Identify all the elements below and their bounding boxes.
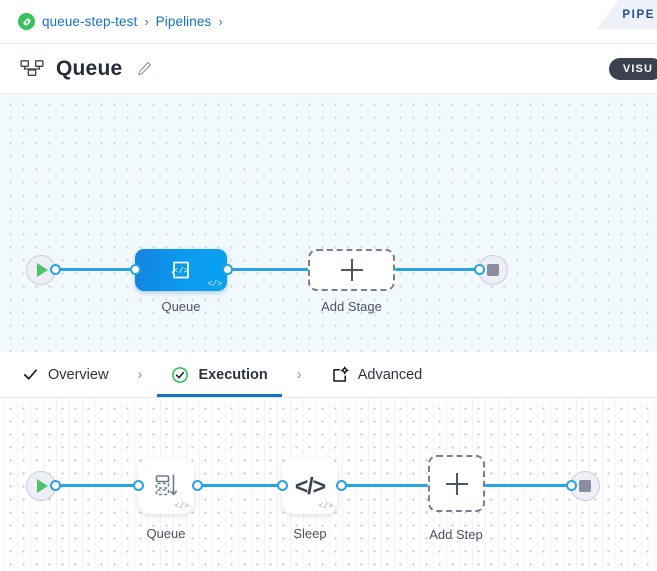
edge-queue-to-addstage [227,268,309,271]
tab-execution-label: Execution [198,366,268,383]
page-title: Queue [56,56,123,80]
tab-separator-1: › [137,366,143,383]
breadcrumb-separator-2: › [218,14,223,29]
pipeline-diagram-icon [20,59,44,79]
pipelines-tab[interactable]: PIPE [596,0,657,29]
plus-icon [340,259,363,281]
edge-sleep-to-addstep [340,484,428,487]
tab-separator-2: › [296,366,302,383]
port-queue-step-in[interactable] [133,480,144,491]
add-stage-button[interactable] [308,249,395,291]
queue-batch-icon [155,474,177,496]
code-brackets-icon: </> [294,472,326,499]
step-node-sleep[interactable]: </> </> [282,458,338,514]
step-node-sleep-code-badge: </> [318,502,333,511]
step-graph-canvas[interactable]: </> Queue </> </> Sleep Add Step [0,398,657,571]
stage-node-code-badge: </> [207,280,222,289]
edge-addstage-to-end [395,268,481,271]
check-icon [22,366,39,383]
script-code-icon: </> [171,261,189,279]
edge-start-to-queue-step [54,484,140,487]
tab-execution[interactable]: Execution [157,352,283,397]
stop-icon [487,264,499,276]
svg-text:</>: </> [173,266,188,276]
port-exec-end-in[interactable] [566,480,577,491]
breadcrumb-item-project[interactable]: queue-step-test [42,14,138,29]
edge-start-to-queue [54,268,140,271]
step-node-sleep-label: Sleep [293,526,327,541]
visual-mode-badge[interactable]: VISU [608,57,657,80]
breadcrumb-separator: › [144,14,149,29]
check-circle-icon [171,366,189,384]
edge-queue-to-sleep [197,484,283,487]
port-end-in[interactable] [474,264,485,275]
tab-advanced-label: Advanced [357,366,423,383]
port-queue-in[interactable] [130,264,141,275]
stop-icon [579,480,591,492]
port-queue-step-out[interactable] [192,480,203,491]
port-queue-out[interactable] [222,264,233,275]
page-header: Queue VISU [0,44,657,94]
execution-end-node[interactable] [570,471,600,501]
port-start-out[interactable] [50,264,61,275]
port-sleep-out[interactable] [336,480,347,491]
stage-graph-canvas[interactable]: </> </> Queue Add Stage [0,94,657,352]
play-icon [37,479,48,493]
stage-node-queue-label: Queue [161,299,201,314]
step-node-queue-label: Queue [146,526,186,541]
tab-overview-label: Overview [48,366,109,383]
settings-window-icon [331,365,349,384]
pipelines-tab-label: PIPE [622,8,655,21]
plus-icon [445,472,468,495]
add-step-button[interactable] [428,455,485,512]
port-sleep-in[interactable] [277,480,288,491]
tab-overview[interactable]: Overview [18,352,112,397]
pipeline-link-icon [18,13,35,30]
step-node-queue-code-badge: </> [174,502,189,511]
edge-addstep-to-end [484,484,574,487]
add-stage-label: Add Stage [321,299,382,314]
pencil-icon[interactable] [136,60,153,77]
add-step-label: Add Step [429,527,483,542]
port-exec-start-out[interactable] [50,480,61,491]
stage-node-queue[interactable]: </> </> [135,249,227,291]
play-icon [37,263,48,277]
step-node-queue[interactable]: </> [138,458,194,514]
breadcrumb-bar: queue-step-test › Pipelines › PIPE [0,0,657,44]
tab-advanced[interactable]: Advanced [327,352,427,397]
execution-tab-strip[interactable]: Overview › Execution › Advanced [0,352,657,398]
visual-mode-badge-label: VISU [622,62,653,75]
breadcrumb-item-pipelines[interactable]: Pipelines [155,14,212,29]
